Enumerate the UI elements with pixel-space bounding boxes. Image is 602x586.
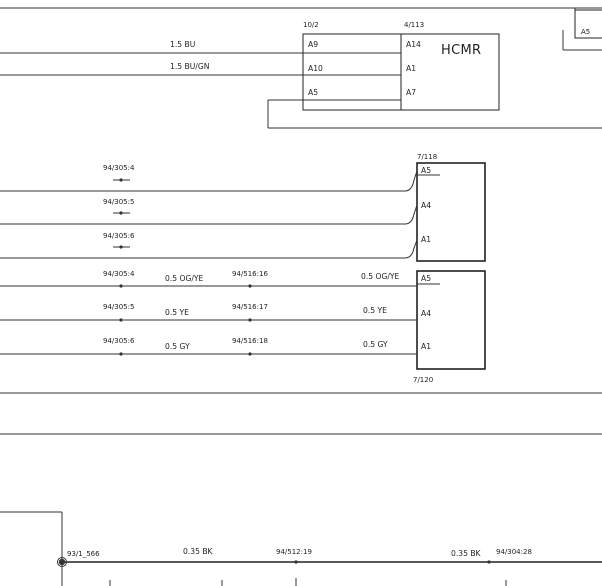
splice-right-label-1: 94/516:16: [232, 270, 268, 278]
splice-right-label-3: 94/516:18: [232, 337, 268, 345]
splice-right-dot-1: [248, 284, 252, 288]
pin-a1-7-120: A1: [421, 342, 431, 351]
splice-dot-305-4: [119, 178, 123, 182]
pin-a4-7-118: A4: [421, 201, 431, 210]
connector-label-7-120: 7/120: [413, 376, 433, 384]
splice-right-label-2: 94/516:17: [232, 303, 268, 311]
pin-a5-7-118: A5: [421, 166, 431, 175]
pin-a1-7-118: A1: [421, 235, 431, 244]
splice-dot-305-5: [119, 211, 123, 215]
splice-left-label-1: 94/305:4: [103, 270, 135, 278]
bottom-splice-dot-1: [294, 560, 298, 564]
splice-left-dot-1: [119, 284, 123, 288]
bottom-node-ring: [57, 557, 67, 567]
connector-label-4-113: 4/113: [404, 21, 424, 29]
pin-a4-7-120: A4: [421, 309, 431, 318]
pin-a5: A5: [308, 88, 318, 97]
pin-a5-7-120: A5: [421, 274, 431, 283]
wire-label-bu: 1.5 BU: [170, 40, 195, 49]
bottom-splice-dot-2: [487, 560, 491, 564]
wire-left-color-2: 0.5 YE: [165, 308, 189, 317]
node-label: 93/1_566: [67, 550, 100, 558]
hcmr-module: [400, 33, 500, 111]
pin-a14: A14: [406, 40, 421, 49]
splice-left-dot-2: [119, 318, 123, 322]
splice-label-305-4: 94/305:4: [103, 164, 135, 172]
connector-7-120: [416, 270, 486, 370]
bottom-wire-label-2: 0.35 BK: [451, 549, 482, 558]
splice-label-305-6: 94/305:6: [103, 232, 135, 240]
wire-right-color-1: 0.5 OG/YE: [361, 272, 400, 281]
wire-left-color-3: 0.5 GY: [165, 342, 190, 351]
pin-a10: A10: [308, 64, 323, 73]
splice-left-dot-3: [119, 352, 123, 356]
bottom-node: [58, 558, 66, 566]
splice-left-label-2: 94/305:5: [103, 303, 134, 311]
splice-right-dot-3: [248, 352, 252, 356]
corner-connector: [574, 9, 602, 39]
pin-a7: A7: [406, 88, 416, 97]
corner-pin: A5: [581, 28, 590, 36]
wire-right-color-3: 0.5 GY: [363, 340, 388, 349]
splice-right-dot-2: [248, 318, 252, 322]
wire-label-bugn: 1.5 BU/GN: [170, 62, 209, 71]
pin-a1-top: A1: [406, 64, 416, 73]
module-name: HCMR: [441, 43, 481, 58]
splice-label-305-5: 94/305:5: [103, 198, 134, 206]
bottom-splice-label-1: 94/512:19: [276, 548, 312, 556]
wire-7-118-a5: [0, 170, 418, 192]
bottom-wire-label-1: 0.35 BK: [183, 547, 214, 556]
wire-left-color-1: 0.5 OG/YE: [165, 274, 204, 283]
connector-label-7-118: 7/118: [417, 153, 437, 161]
pin-a9: A9: [308, 40, 318, 49]
wire-7-118-a4: [0, 204, 418, 225]
wire-right-color-2: 0.5 YE: [363, 306, 387, 315]
connector-label-10-2: 10/2: [303, 21, 319, 29]
splice-left-label-3: 94/305:6: [103, 337, 135, 345]
wire-7-118-a1: [0, 239, 418, 259]
bottom-splice-label-2: 94/304:28: [496, 548, 532, 556]
connector-7-118: [416, 162, 486, 262]
splice-dot-305-6: [119, 245, 123, 249]
